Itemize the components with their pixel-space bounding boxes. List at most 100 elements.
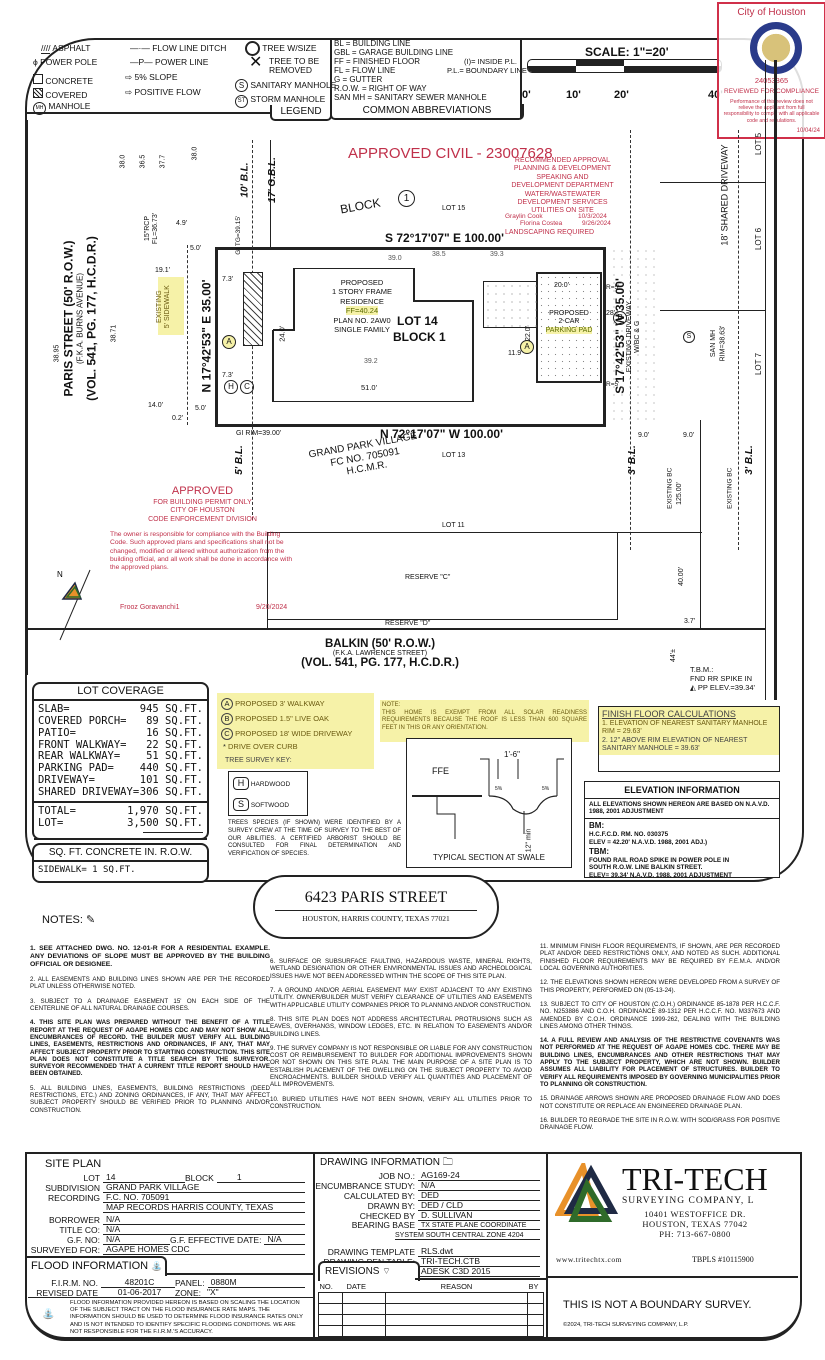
elev-36-5: 36.5 [139,154,147,169]
dim-51: 51.0' [361,383,378,392]
elevation-information: ELEVATION INFORMATION ALL ELEVATIONS SHO… [584,781,780,879]
note-15: 15. DRAINAGE ARROWS SHOWN ARE PROPOSED D… [540,1095,780,1110]
legend-positive-flow: ⇨ POSITIVE FLOW [125,87,201,97]
scale-bar [527,59,722,73]
tbm-line-2: SOUTH R.O.W. LINE BALKIN STREET. [589,864,703,872]
coverage-row: DRIVEWAY=101 SQ.FT. [38,774,203,787]
rear-bl-line-b [738,130,739,550]
note-2: 2. ALL EASEMENTS AND BUILDING LINES SHOW… [30,976,270,991]
reserve-c-right-line [617,532,618,620]
tbm-triangle-icon: ◭ [690,683,696,692]
tbm-title: TBM: [589,846,609,856]
paris-street-fka: (F.K.A. BURNS AVENUE) [75,273,85,364]
marker-a-front: A [222,335,236,349]
legend-manhole: MH MANHOLE [33,102,90,115]
approval-signer-1: Graylin Cook [505,213,543,220]
east-row-line-inner [765,60,766,700]
bl-3-right-label: 3' B.L. [743,445,755,475]
lot-5-label: LOT 5 [754,132,764,156]
dim-7-3-top: 7.3' [222,276,234,283]
east-row-line [774,60,777,700]
elev-38-55: 38.95 [53,344,61,363]
revision-row[interactable] [318,1292,544,1304]
company-address-1: 10401 WESTOFFICE DR. [644,1209,746,1219]
approval-date-1: 10/3/2024 [578,213,607,220]
note-3: 3. SUBJECT TO A DRAINAGE EASEMENT 15' ON… [30,997,270,1012]
swale-width: 1'-6" [504,750,520,759]
legend-tree: TREE W/SIZE [245,41,317,56]
species-note: TREES SPECIES (IF SHOWN) WERE IDENTIFIED… [228,820,401,858]
company-license: TBPLS #10115900 [692,1255,754,1264]
tri-tech-logo-icon [554,1158,619,1222]
city-stamp-text: Performance of this review does not reli… [723,99,820,124]
panel-field: PANEL:0880M [175,1277,305,1288]
revision-row[interactable] [318,1325,544,1337]
coverage-total: 1,970 SQ.FT. [127,804,203,817]
paris-street-name: PARIS STREET (50' R.O.W.) [61,240,76,397]
company-address: 10401 WESTOFFICE DR. HOUSTON, TEXAS 7704… [630,1209,760,1239]
sidewalk-edge [187,245,188,425]
swale-title: TYPICAL SECTION AT SWALE [432,853,546,862]
faucet-icon: ⛲ [151,1261,163,1271]
flood-tab: FLOOD INFORMATION ⛲ [25,1256,167,1276]
existing-bc-left: EXISTING BC [666,467,674,509]
tree-remove-icon: ✕ [249,54,263,71]
abbr-boundary: P.L.= BOUNDARY LINE [447,66,527,75]
elev-37-7: 37.7 [159,154,167,169]
coverage-row: FRONT WALKWAY=22 SQ.FT. [38,738,203,751]
bm-line-1: H.C.F.C.D. RM. NO. 030375 [589,830,669,838]
rcp-label: 15"RCP [144,215,152,242]
dim-14: 14.0' [148,402,163,409]
dim-5-0-top: 5.0' [190,245,202,252]
dim-24: 24.0' [277,325,287,342]
company-website[interactable]: www.tritechtx.com [556,1255,622,1264]
legend-concrete: CONCRETE [33,74,93,86]
bm-line-2: ELEV = 42.20' N.A.V.D. 1988, 2001 ADJ.) [589,838,708,846]
lot-13-label: LOT 13 [442,452,466,459]
row-concrete-title: SQ. FT. CONCRETE IN. R.O.W. [34,845,207,862]
elev-39-2: 39.2 [364,358,378,365]
recording-field-2: MAP RECORDS HARRIS COUNTY, TEXAS [30,1202,305,1213]
revisions-tab: REVISIONS ⌔ [318,1261,420,1281]
existing-bc-right: EXISTING BC [726,467,734,509]
bl-10-label: 10' B.L. [239,162,251,198]
coverage-row: PATIO=16 SQ.FT. [38,726,203,739]
solar-note: NOTE: THIS HOME IS EXEMPT FROM ALL SOLAR… [380,700,589,742]
key-walkway: PROPOSED 3' WALKWAY [235,699,325,708]
reserve-c-label: RESERVE "C" [405,574,451,581]
flood-title: FLOOD INFORMATION ⛲ [31,1260,163,1272]
shared-driveway-label: 18' SHARED DRIVEWAY [719,144,730,246]
approval-stamp: RECOMMENDED APPROVAL PLANNING & DEVELOPM… [511,157,614,215]
elev-38-0: 38.0 [119,154,127,169]
gbl-17-label: 17' G.B.L. [266,157,278,203]
city-stamp-status: REVIEWED FOR COMPLIANCE [724,88,819,95]
dim-28: 28'± [606,310,619,317]
note-12: 12. THE ELEVATIONS SHOWN HEREON WERE DEV… [540,979,780,994]
dim-3-7: 3.7' [684,618,696,625]
solar-note-text: THIS HOME IS EXEMPT FROM ALL SOLAR READI… [382,709,587,731]
legend-flow-line: —·— FLOW LINE DITCH [130,43,227,53]
bm-title: BM: [589,820,605,830]
title-block [25,1152,802,1341]
gi-tg: GI TG=39.15' [235,215,243,255]
solar-note-title: NOTE: [382,702,401,708]
elev-39-0: 39.0 [388,255,402,262]
north-bearing: S 72°17'07" E 100.00' [385,231,504,245]
drawn-by-field: DRAWN BY:DED / CLD [315,1200,540,1211]
slope-arrow-icon: ⇨ [125,72,133,82]
scale-tick-20: 20' [614,89,629,101]
tree-icon [245,41,260,56]
finish-floor-calculations: FINISH FLOOR CALCULATIONS 1. ELEVATION O… [598,706,780,772]
abbr-g: G = GUTTER [334,75,383,84]
code-stamp-date: 9/20/2024 [256,604,288,611]
revision-row[interactable] [318,1303,544,1315]
swale-slope-right: 5% [542,786,550,792]
flow-line-icon: —·— [130,43,150,53]
revision-row[interactable] [318,1314,544,1326]
lot-5-6-line [660,182,765,183]
site-plan-title: SITE PLAN [45,1158,102,1170]
finish-floor-title: FINISH FLOOR CALCULATIONS [602,709,736,719]
proposed-residence: PROPOSED 1 STORY FRAME RESIDENCE FF=40.2… [269,268,474,402]
